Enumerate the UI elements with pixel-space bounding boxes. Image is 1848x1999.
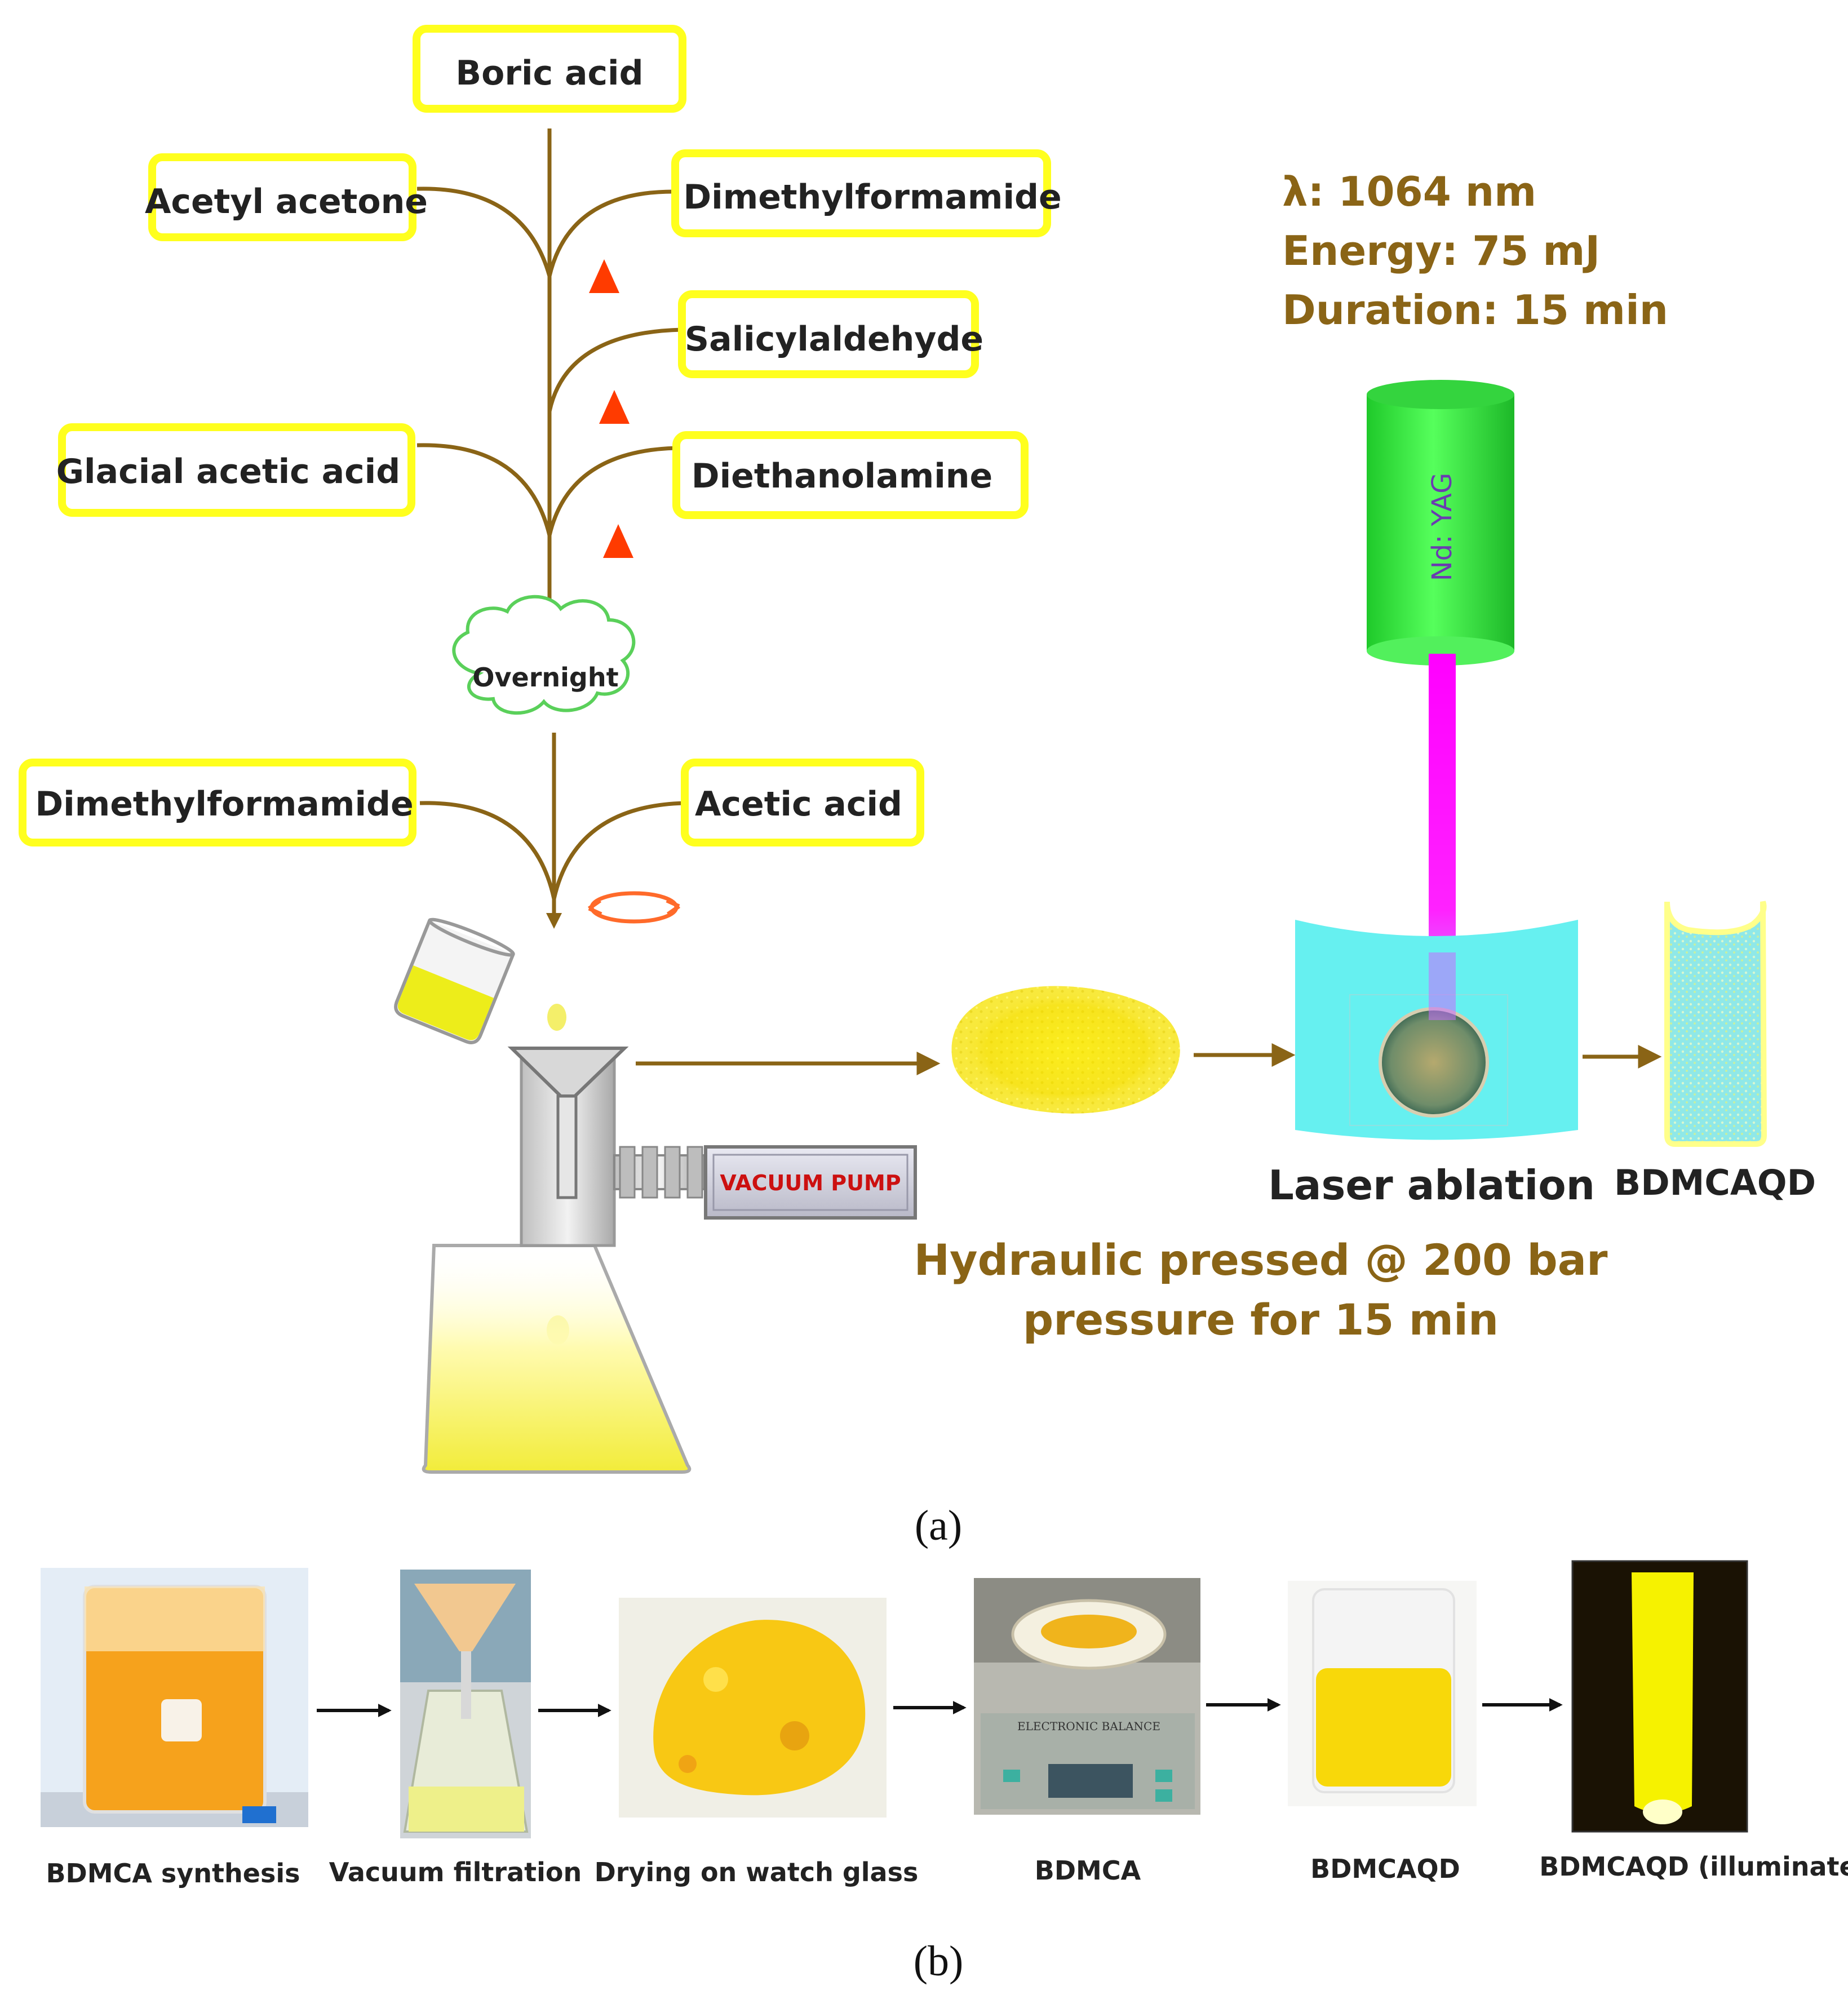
stirring-icon	[587, 891, 681, 924]
reagent-box-dimethylformamide-2: Dimethylformamide	[19, 759, 416, 846]
laser-label: Nd: YAG	[1426, 473, 1458, 582]
reagent-label: Diethanolamine	[692, 456, 992, 496]
reagent-label: Dimethylformamide	[35, 784, 413, 824]
reagent-label: Acetic acid	[695, 784, 902, 824]
bdmca-powder-pile	[951, 986, 1180, 1114]
reagent-label: Glacial acetic acid	[56, 452, 400, 491]
step-label: BDMCA synthesis	[46, 1858, 300, 1889]
heat-triangle-icon	[599, 390, 630, 424]
laser-energy: Energy: 75 mJ	[1282, 227, 1600, 274]
reagent-box-dimethylformamide-1: Dimethylformamide	[671, 149, 1062, 237]
nd-yag-laser: Nd: YAG	[1367, 380, 1514, 666]
photo-vacuum-filtration	[400, 1570, 531, 1838]
reagent-box-acetic-acid: Acetic acid	[681, 759, 924, 846]
product-label: BDMCAQD	[1614, 1162, 1816, 1203]
pouring-beaker	[394, 917, 515, 1044]
photo-bdmcaqd	[1288, 1581, 1477, 1806]
hydraulic-line-1: Hydraulic pressed @ 200 bar	[914, 1235, 1608, 1285]
photo-bdmca-synthesis	[41, 1568, 308, 1827]
laser-parameters: λ: 1064 nm Energy: 75 mJ Duration: 15 mi…	[1282, 168, 1668, 334]
laser-duration: Duration: 15 min	[1282, 286, 1668, 334]
heat-triangle-icon	[589, 259, 619, 293]
step-label: BDMCAQD (illuminated)	[1539, 1851, 1848, 1882]
pellet	[1379, 1007, 1489, 1118]
reagent-box-salicylaldehyde: Salicylaldehyde	[678, 290, 983, 378]
vacuum-pump-label: VACUUM PUMP	[720, 1171, 901, 1195]
laser-ablation-label: Laser ablation	[1268, 1162, 1595, 1209]
filtration-flask	[422, 1047, 706, 1474]
step-label: Vacuum filtration	[329, 1857, 582, 1887]
reagent-box-acetyl-acetone: Acetyl acetone	[145, 153, 428, 241]
reagent-box-glacial-acetic-acid: Glacial acetic acid	[56, 423, 415, 517]
reagent-label: Acetyl acetone	[145, 182, 428, 221]
panel-b-step-labels: BDMCA synthesis Vacuum filtration Drying…	[46, 1851, 1848, 1889]
laser-wavelength: λ: 1064 nm	[1282, 168, 1536, 215]
heat-triangle-icon	[603, 524, 633, 558]
panel-b-arrows	[317, 1698, 1563, 1717]
reagent-tree-stem	[416, 128, 685, 917]
process-arrows	[636, 1043, 1662, 1075]
reagent-label: Boric acid	[455, 54, 643, 93]
reagent-label: Dimethylformamide	[683, 178, 1061, 217]
droplet-icon	[547, 1004, 566, 1031]
heat-icons	[589, 259, 633, 558]
hydraulic-line-2: pressure for 15 min	[1023, 1295, 1499, 1345]
vacuum-pump: VACUUM PUMP	[704, 1145, 917, 1220]
bdmcaqd-tube	[1664, 901, 1767, 1147]
funnel-stem	[556, 1094, 578, 1199]
balance-label: ELECTRONIC BALANCE	[1017, 1719, 1160, 1733]
overnight-cloud: Overnight	[452, 595, 636, 715]
caption-a: (a)	[915, 1502, 962, 1549]
caption-b: (b)	[914, 1938, 964, 1985]
photo-drying-watch-glass	[619, 1598, 887, 1818]
reagent-label: Salicylaldehyde	[685, 320, 983, 359]
reagent-box-boric-acid: Boric acid	[413, 25, 686, 113]
step-label: BDMCAQD	[1310, 1854, 1460, 1884]
step-label: Drying on watch glass	[595, 1857, 919, 1887]
overnight-label: Overnight	[472, 662, 618, 693]
photo-bdmcaqd-illuminated	[1571, 1560, 1748, 1833]
arrowhead-to-beaker	[546, 913, 562, 929]
photo-bdmca-balance: ELECTRONIC BALANCE	[974, 1578, 1200, 1815]
reagent-box-diethanolamine: Diethanolamine	[672, 431, 1029, 519]
ablation-bath	[1295, 920, 1578, 1140]
step-label: BDMCA	[1035, 1855, 1141, 1886]
